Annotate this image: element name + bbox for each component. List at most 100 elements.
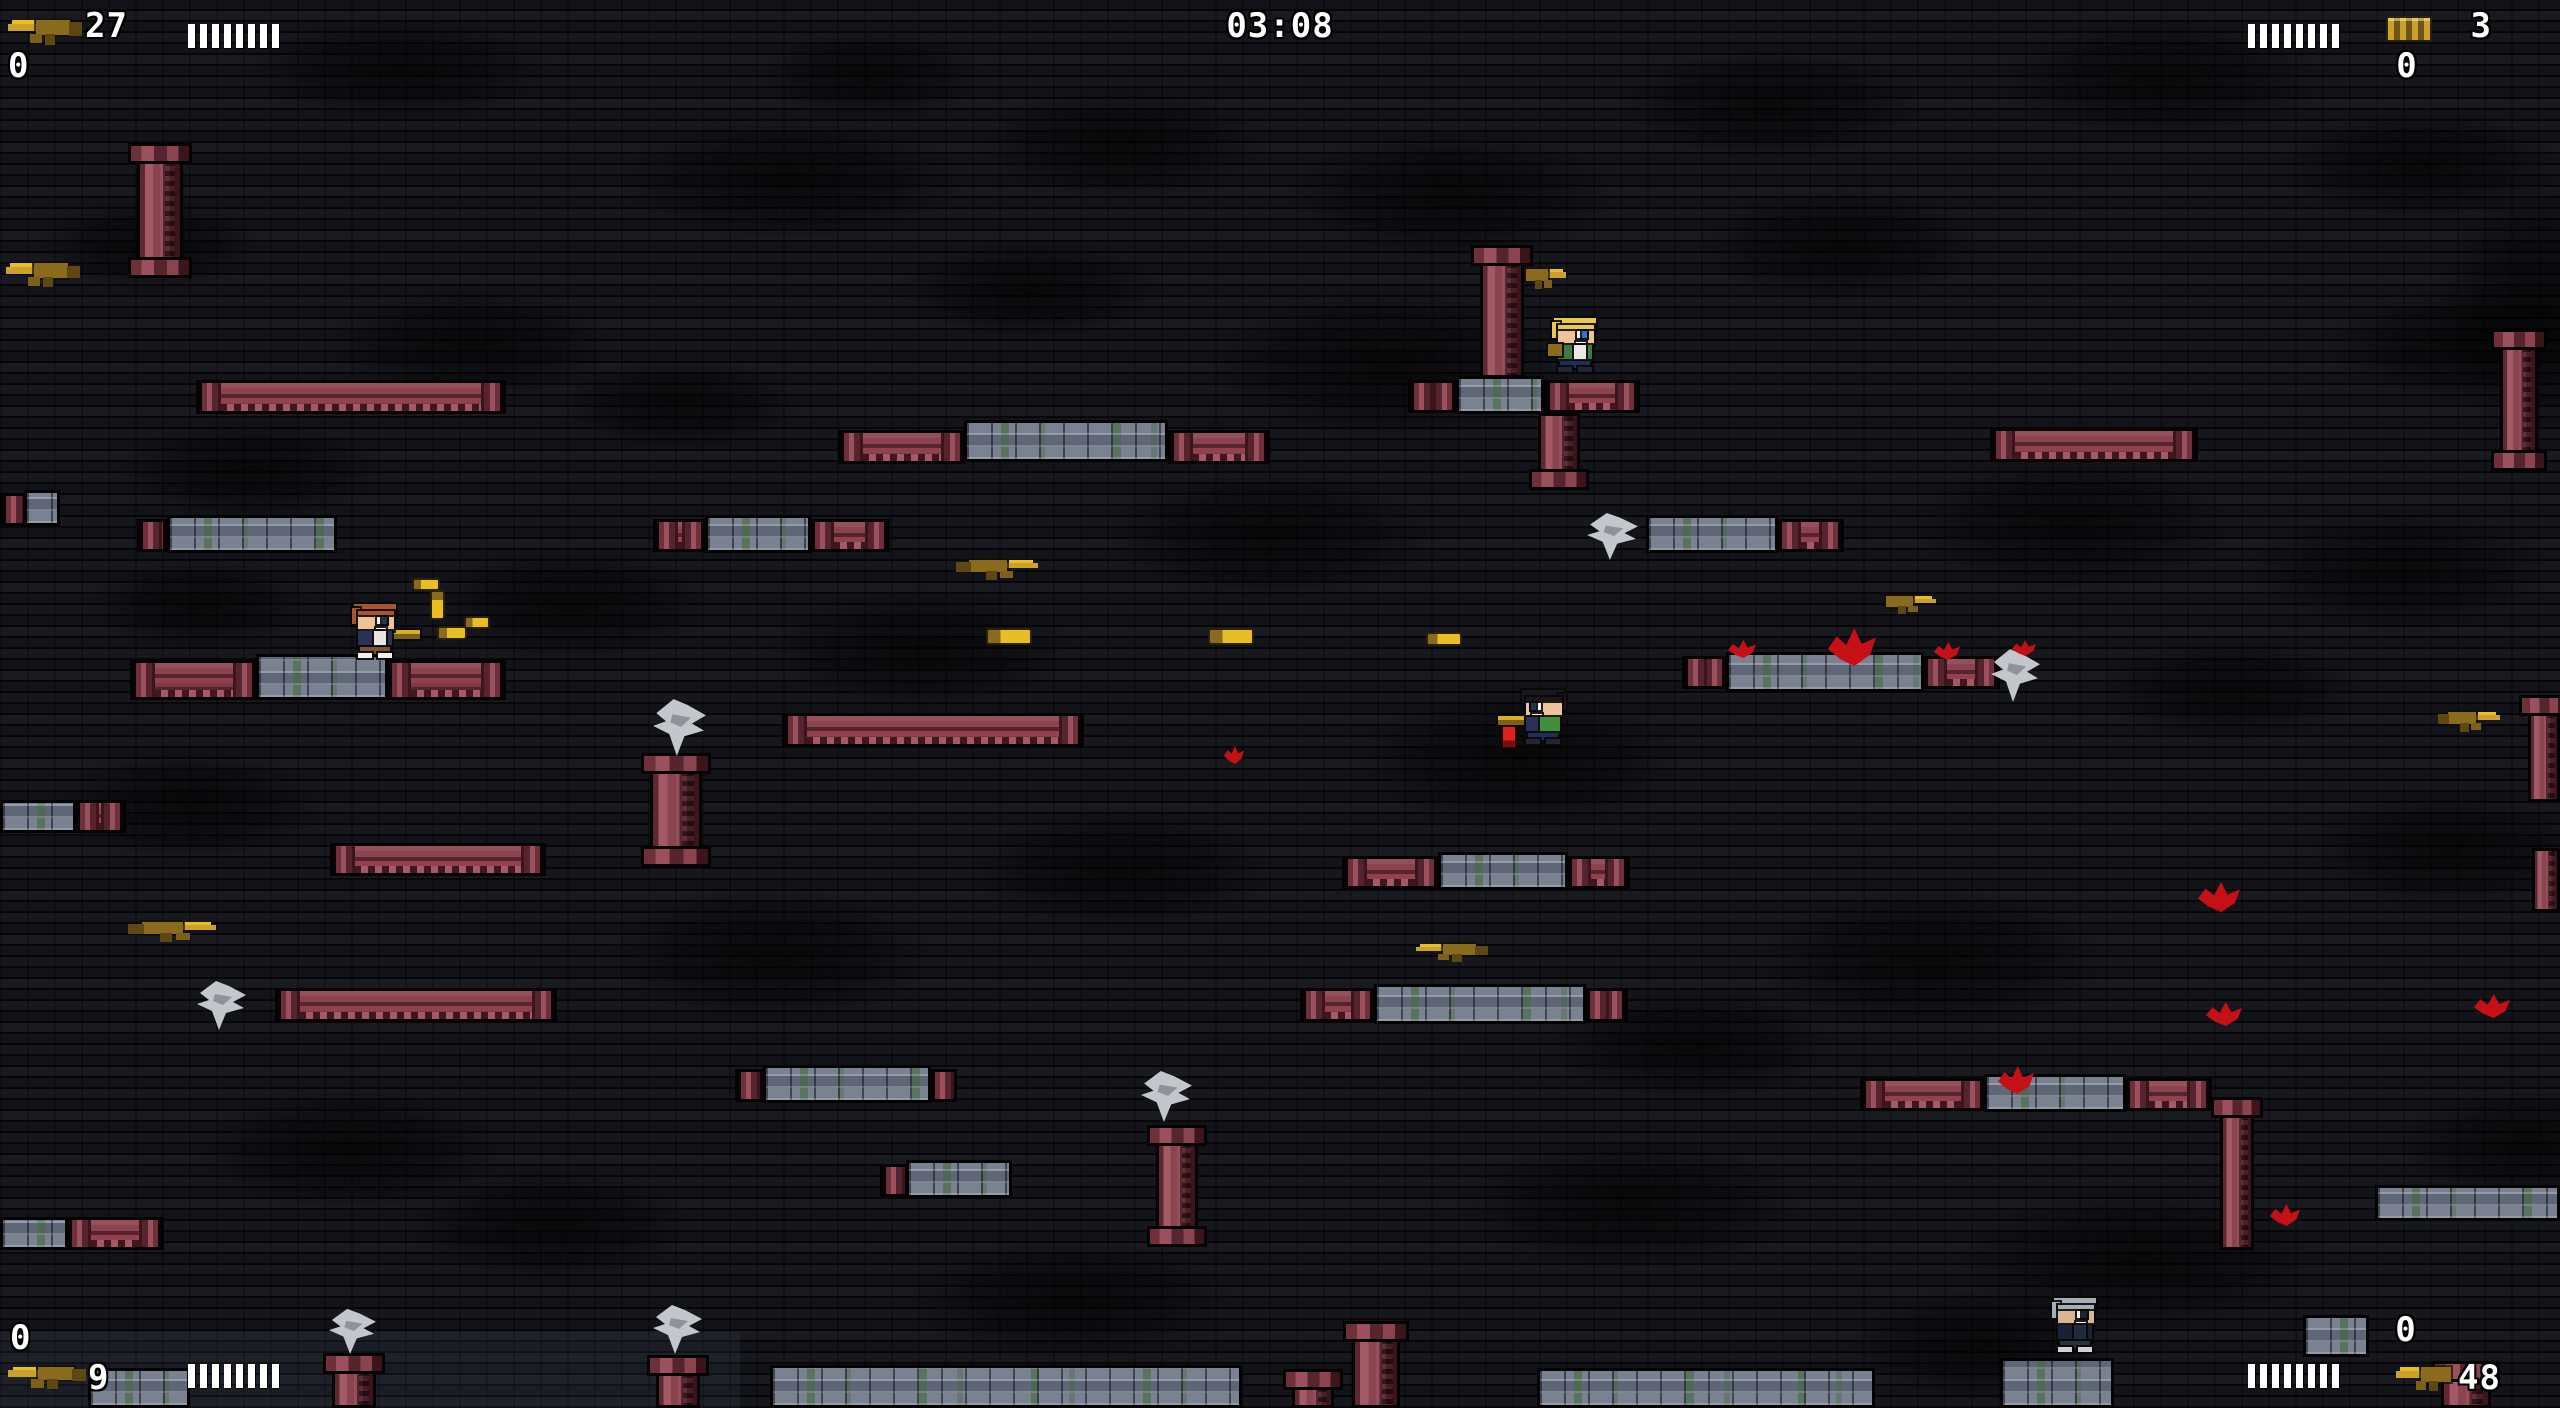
hud-lives-topright xyxy=(2248,24,2339,48)
gun-pickup-rifle xyxy=(128,918,216,942)
red-platform xyxy=(74,800,126,833)
life-tick xyxy=(2248,24,2255,48)
life-tick xyxy=(2332,24,2339,48)
life-tick xyxy=(2320,24,2327,48)
red-platform xyxy=(1566,856,1630,889)
hud-score-bottomleft: 9 xyxy=(88,1358,110,1398)
shadow-blotch xyxy=(770,590,1070,710)
axe-pickup xyxy=(1140,1070,1192,1122)
stone-platform xyxy=(1646,515,1778,553)
pillar-cap xyxy=(326,1356,382,1371)
shadow-blotch xyxy=(1910,460,2230,590)
shadow-blotch xyxy=(980,90,1260,200)
pillar-cap xyxy=(2214,1100,2260,1115)
hud-score-bottomright: 48 xyxy=(2458,1358,2501,1398)
stone-platform xyxy=(906,1160,1012,1198)
pillar-cap xyxy=(644,756,708,771)
shadow-blotch xyxy=(2310,790,2560,910)
life-tick xyxy=(188,1364,195,1388)
red-pillar xyxy=(1532,413,1586,487)
red-platform xyxy=(1860,1078,1986,1111)
shadow-blotch xyxy=(90,560,310,650)
hud-lives-topleft xyxy=(188,24,279,48)
red-pillar xyxy=(1474,248,1530,378)
axe-pickup xyxy=(328,1308,376,1354)
red-platform xyxy=(653,519,707,552)
hud-score-topright: 3 xyxy=(2470,6,2492,46)
shadow-blotch xyxy=(910,1240,1230,1360)
red-platform xyxy=(0,493,26,526)
gun-pickup-rifle xyxy=(1416,940,1488,962)
red-platform xyxy=(1990,428,2198,462)
blood-splat xyxy=(2206,1002,2242,1026)
life-tick xyxy=(212,24,219,48)
red-pillar xyxy=(2532,848,2560,912)
life-tick xyxy=(200,1364,207,1388)
ammo-pickup xyxy=(1426,632,1462,646)
red-platform xyxy=(386,660,506,700)
stone-platform xyxy=(770,1365,1242,1408)
shadow-blotch xyxy=(610,890,930,1020)
life-tick xyxy=(2260,1364,2267,1388)
life-tick xyxy=(272,1364,279,1388)
ammo-pickup xyxy=(986,628,1032,645)
shadow-blotch xyxy=(250,20,550,120)
ammo-pickup xyxy=(437,626,467,640)
life-tick xyxy=(248,24,255,48)
axe-pickup xyxy=(652,1304,702,1354)
stone-platform xyxy=(964,420,1168,462)
hud-deaths-topleft: 0 xyxy=(8,46,30,86)
life-tick xyxy=(2260,24,2267,48)
red-platform xyxy=(735,1069,765,1102)
stone-platform xyxy=(0,800,76,833)
life-tick xyxy=(2248,1364,2255,1388)
pillar-cap xyxy=(2494,332,2544,347)
axe-pickup xyxy=(652,698,706,756)
gun-pickup-rifle xyxy=(956,556,1038,580)
red-pillar xyxy=(644,756,708,864)
axe-pickup xyxy=(1586,512,1638,560)
life-tick xyxy=(272,24,279,48)
life-tick xyxy=(2308,1364,2315,1388)
stone-platform xyxy=(2375,1185,2560,1221)
pillar-cap xyxy=(1474,248,1530,263)
hud-score-topleft: 27 xyxy=(85,6,128,46)
match-timer: 03:08 xyxy=(1226,6,1334,46)
pillar-cap xyxy=(2522,698,2560,713)
life-tick xyxy=(248,1364,255,1388)
hud-deaths-bottomright: 0 xyxy=(2395,1310,2417,1350)
life-tick xyxy=(200,24,207,48)
shadow-blotch xyxy=(900,240,1160,340)
red-pillar xyxy=(650,1358,706,1408)
player-3-black-hair xyxy=(1498,690,1566,744)
pillar-cap xyxy=(1532,472,1586,487)
stone-platform xyxy=(0,1217,68,1250)
red-platform xyxy=(1544,380,1640,413)
ammo-pickup xyxy=(412,578,440,591)
stone-platform xyxy=(256,654,388,700)
shadow-blotch xyxy=(760,30,980,120)
red-pillar xyxy=(1286,1372,1340,1408)
stone-platform xyxy=(1456,376,1544,414)
blood-splat xyxy=(2198,882,2240,912)
red-platform xyxy=(1342,856,1440,889)
stone-platform xyxy=(705,515,811,553)
life-tick xyxy=(2308,24,2315,48)
ammo-pickup xyxy=(464,616,490,629)
shadow-blotch xyxy=(410,1170,690,1280)
red-platform xyxy=(880,1164,908,1197)
pillar-cap xyxy=(650,1358,706,1373)
life-tick xyxy=(236,1364,243,1388)
pillar-cap xyxy=(1346,1324,1406,1339)
red-platform xyxy=(1584,988,1628,1022)
shadow-blotch xyxy=(620,120,960,240)
red-platform xyxy=(809,519,890,552)
player-1-red-hair xyxy=(352,604,420,658)
life-tick xyxy=(2284,1364,2291,1388)
stone-platform xyxy=(167,515,337,553)
life-tick xyxy=(224,1364,231,1388)
shadow-blotch xyxy=(430,550,710,660)
life-tick xyxy=(2296,1364,2303,1388)
